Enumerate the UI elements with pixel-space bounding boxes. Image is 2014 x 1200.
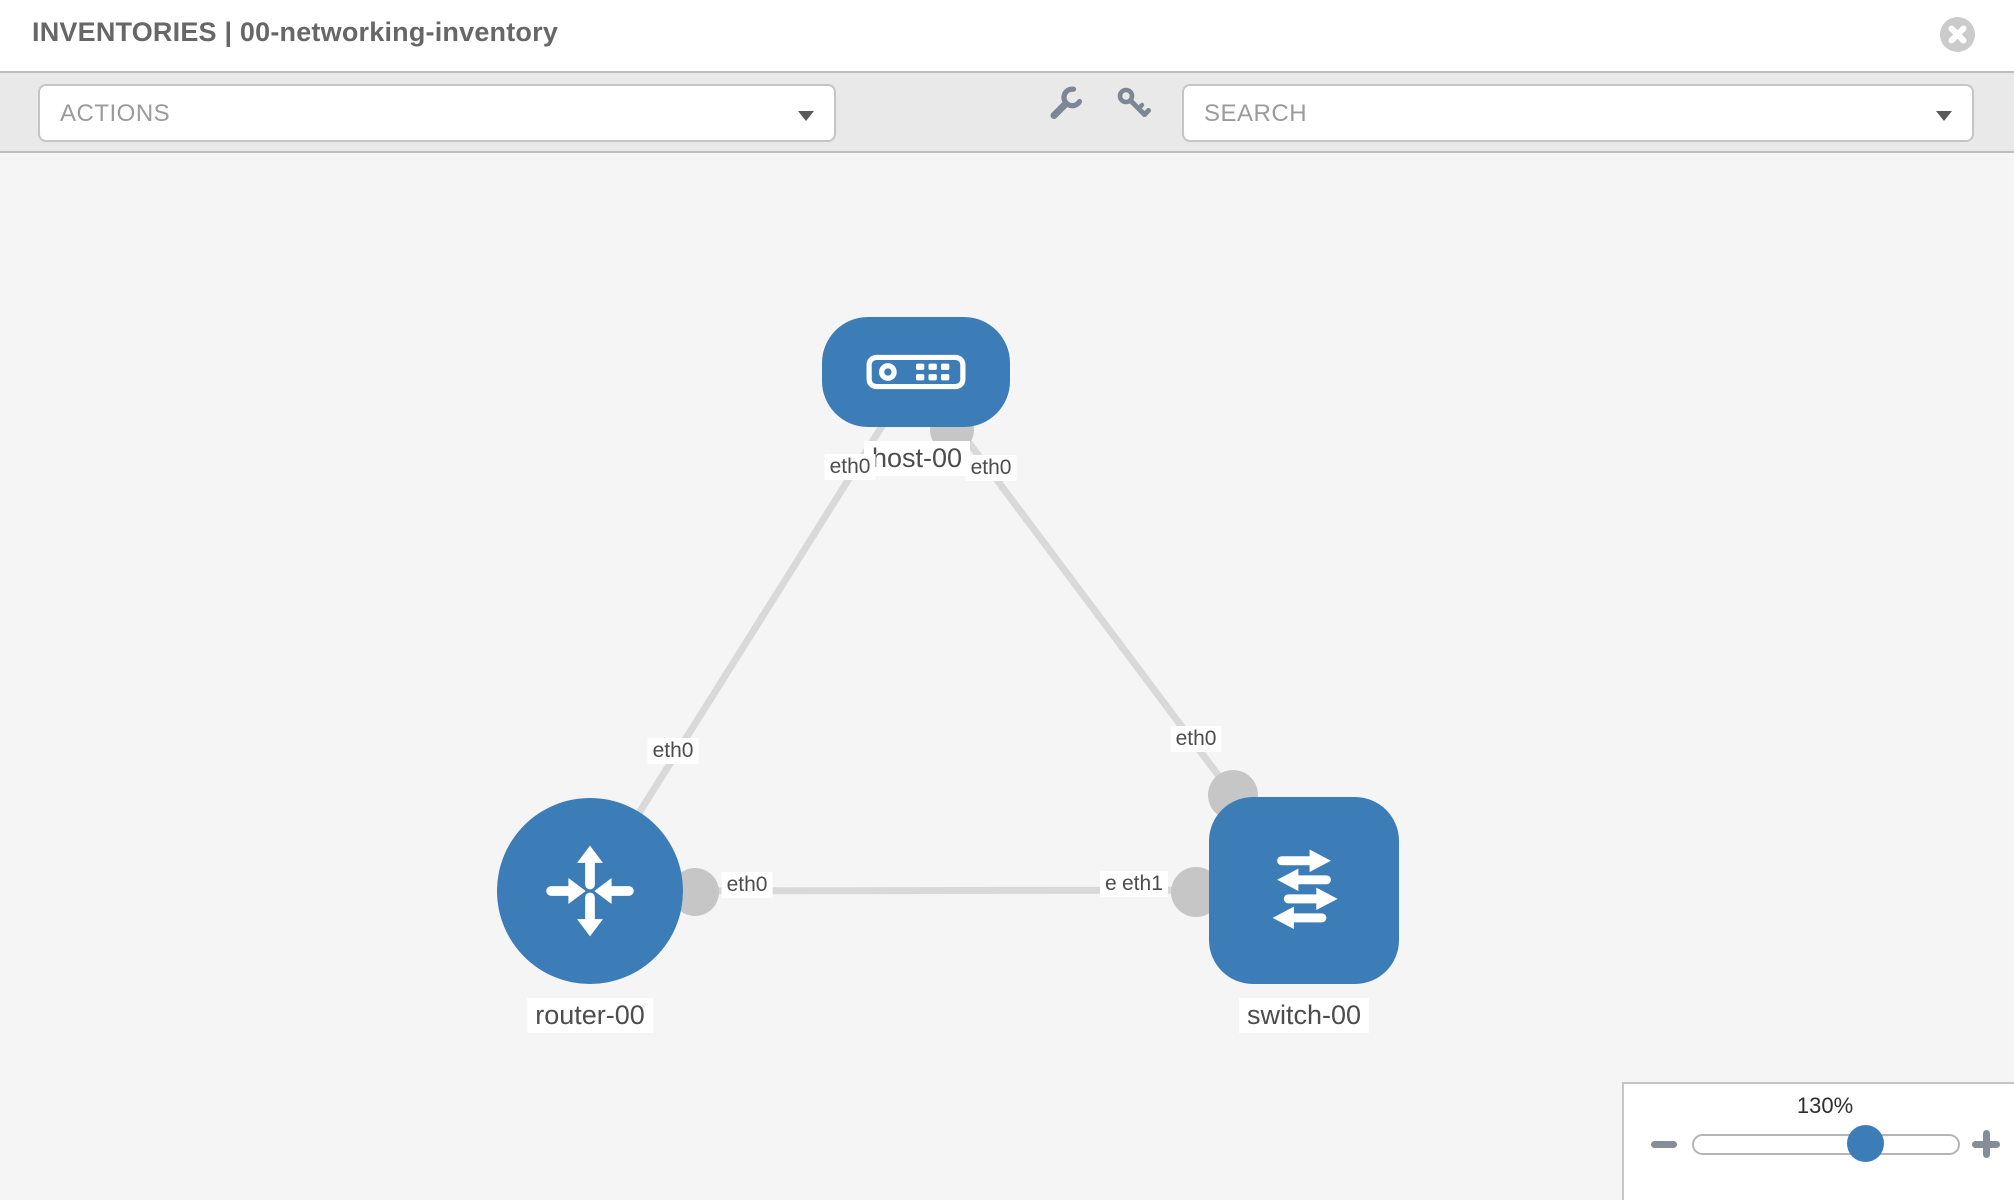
interface-label-router-eth0-b: eth0 (721, 872, 773, 898)
chevron-down-icon (1936, 111, 1952, 121)
topology-links-layer (587, 369, 1305, 917)
zoom-slider-track[interactable] (1692, 1134, 1960, 1155)
zoom-out-button[interactable] (1645, 1130, 1683, 1160)
search-dropdown-label: SEARCH (1204, 100, 1308, 127)
search-dropdown[interactable]: SEARCH (1182, 84, 1974, 142)
actions-dropdown[interactable]: ACTIONS (38, 84, 836, 142)
node-host-00[interactable] (822, 317, 1010, 427)
zoom-level: 130% (1796, 1093, 1854, 1118)
node-switch-00[interactable] (1209, 797, 1399, 984)
interface-connectors (671, 408, 1258, 917)
chevron-down-icon (798, 111, 814, 121)
plus-icon (1982, 1130, 1990, 1158)
interface-label-host-eth0-b: eth0 (965, 455, 1017, 481)
interface-label-host-eth0: eth0 (824, 454, 876, 480)
connector-router-eth0[interactable] (671, 868, 719, 916)
node-label-switch-00: switch-00 (1238, 998, 1370, 1033)
topology-canvas[interactable]: host-00 router-00 switch-00 eth0 eth0 et… (0, 153, 2014, 1200)
close-icon (1948, 25, 1967, 44)
zoom-slider-handle[interactable] (1847, 1125, 1884, 1162)
zoom-panel: 130% (1622, 1082, 2014, 1200)
node-router-00[interactable] (497, 798, 683, 984)
toolbar: ACTIONS SEARCH (0, 71, 2014, 153)
minus-icon (1651, 1141, 1677, 1148)
host-icon (866, 354, 966, 390)
interface-label-switch-eth0: eth0 (1170, 726, 1222, 752)
actions-dropdown-label: ACTIONS (60, 100, 171, 127)
wrench-icon (1050, 86, 1083, 119)
header: INVENTORIES | 00-networking-inventory (0, 0, 2014, 71)
close-button[interactable] (1940, 17, 1975, 52)
zoom-in-button[interactable] (1966, 1125, 2006, 1165)
interface-label-router-eth0: eth0 (647, 738, 699, 764)
credentials-key-button[interactable] (1112, 83, 1156, 127)
configure-tools-button[interactable] (1043, 83, 1087, 127)
node-label-host-00: host-00 (863, 441, 971, 476)
switch-icon (1272, 849, 1338, 929)
connector-switch-eth1[interactable] (1171, 867, 1221, 917)
node-label-router-00: router-00 (527, 998, 653, 1033)
page-title: INVENTORIES | 00-networking-inventory (32, 17, 559, 47)
key-icon (1117, 87, 1151, 117)
interface-label-switch-eth1: eth1 (1117, 871, 1168, 897)
router-icon (546, 845, 634, 937)
